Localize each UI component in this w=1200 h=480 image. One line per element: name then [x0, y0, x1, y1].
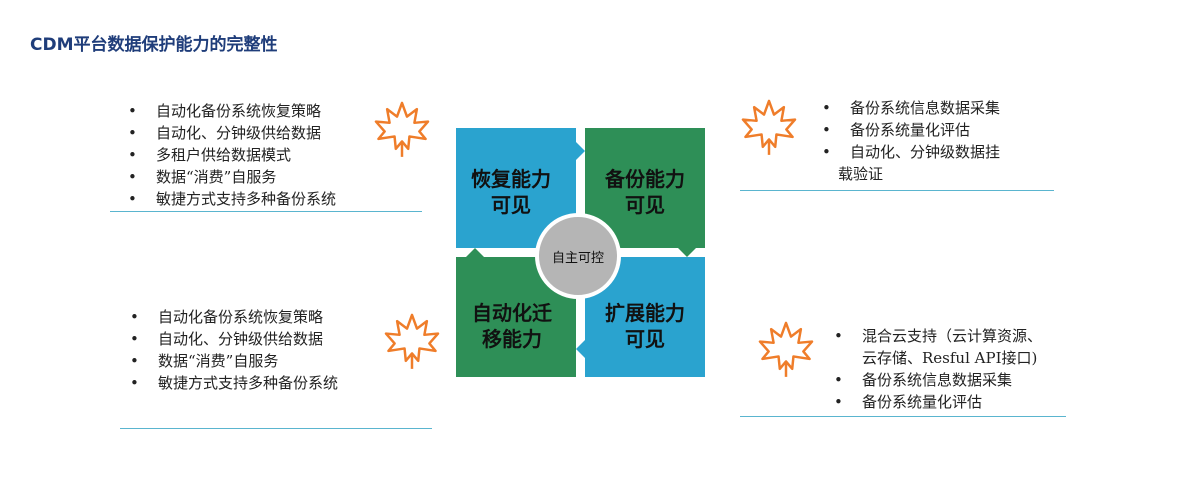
- divider-top-left: [110, 211, 422, 212]
- notch-arrow: [678, 248, 696, 257]
- maple-leaf-icon: [371, 98, 433, 160]
- center-label: 自主可控: [551, 250, 604, 266]
- list-item: 备份系统信息数据采集: [822, 97, 1000, 119]
- maple-leaf-icon: [381, 310, 443, 372]
- list-item: 备份系统量化评估: [822, 119, 1000, 141]
- list-item: 自动化备份系统恢复策略: [128, 100, 336, 122]
- panel-top-right: 备份系统信息数据采集 备份系统量化评估 自动化、分钟级数据挂 载验证: [822, 97, 1000, 185]
- notch-arrow: [466, 248, 484, 257]
- list-item: 自动化备份系统恢复策略: [130, 306, 338, 328]
- list-item: 自动化、分钟级供给数据: [128, 122, 336, 144]
- list-item-continuation: 云存储、Resful API接口): [862, 349, 1038, 367]
- list-item: 敏捷方式支持多种备份系统: [130, 372, 338, 394]
- maple-leaf-icon: [738, 96, 800, 158]
- list-item-continuation: 载验证: [838, 165, 884, 183]
- list-item: 多租户供给数据模式: [128, 144, 336, 166]
- list-item: 敏捷方式支持多种备份系统: [128, 188, 336, 210]
- quadrant-label: 恢复能力可见: [471, 167, 551, 217]
- page-title: CDM平台数据保护能力的完整性: [30, 35, 278, 55]
- list-item: 备份系统信息数据采集: [834, 369, 1042, 391]
- list-item: 自动化、分钟级供给数据: [130, 328, 338, 350]
- list-item: 备份系统量化评估: [834, 391, 1042, 413]
- list-item: 数据“消费”自服务: [128, 166, 336, 188]
- panel-bottom-right: 混合云支持（云计算资源、 云存储、Resful API接口) 备份系统信息数据采…: [834, 325, 1042, 413]
- divider-bottom-left: [120, 428, 432, 429]
- quadrant-label: 备份能力可见: [605, 167, 685, 217]
- notch-arrow: [576, 142, 585, 160]
- notch-arrow: [576, 340, 585, 358]
- panel-top-left: 自动化备份系统恢复策略 自动化、分钟级供给数据 多租户供给数据模式 数据“消费”…: [128, 100, 336, 210]
- list-item: 混合云支持（云计算资源、: [834, 325, 1042, 347]
- panel-bottom-left: 自动化备份系统恢复策略 自动化、分钟级供给数据 数据“消费”自服务 敏捷方式支持…: [130, 306, 338, 394]
- quadrant-label: 自动化迁移能力: [472, 301, 552, 351]
- divider-top-right: [740, 190, 1054, 191]
- list-item: 数据“消费”自服务: [130, 350, 338, 372]
- quadrant-recovery-visibility: 恢复能力可见: [456, 128, 576, 248]
- maple-leaf-icon: [755, 318, 817, 380]
- divider-bottom-right: [740, 416, 1066, 417]
- list-item: 自动化、分钟级数据挂: [822, 141, 1000, 163]
- center-circle: 自主可控: [535, 213, 621, 299]
- quadrant-label: 扩展能力可见: [605, 301, 685, 351]
